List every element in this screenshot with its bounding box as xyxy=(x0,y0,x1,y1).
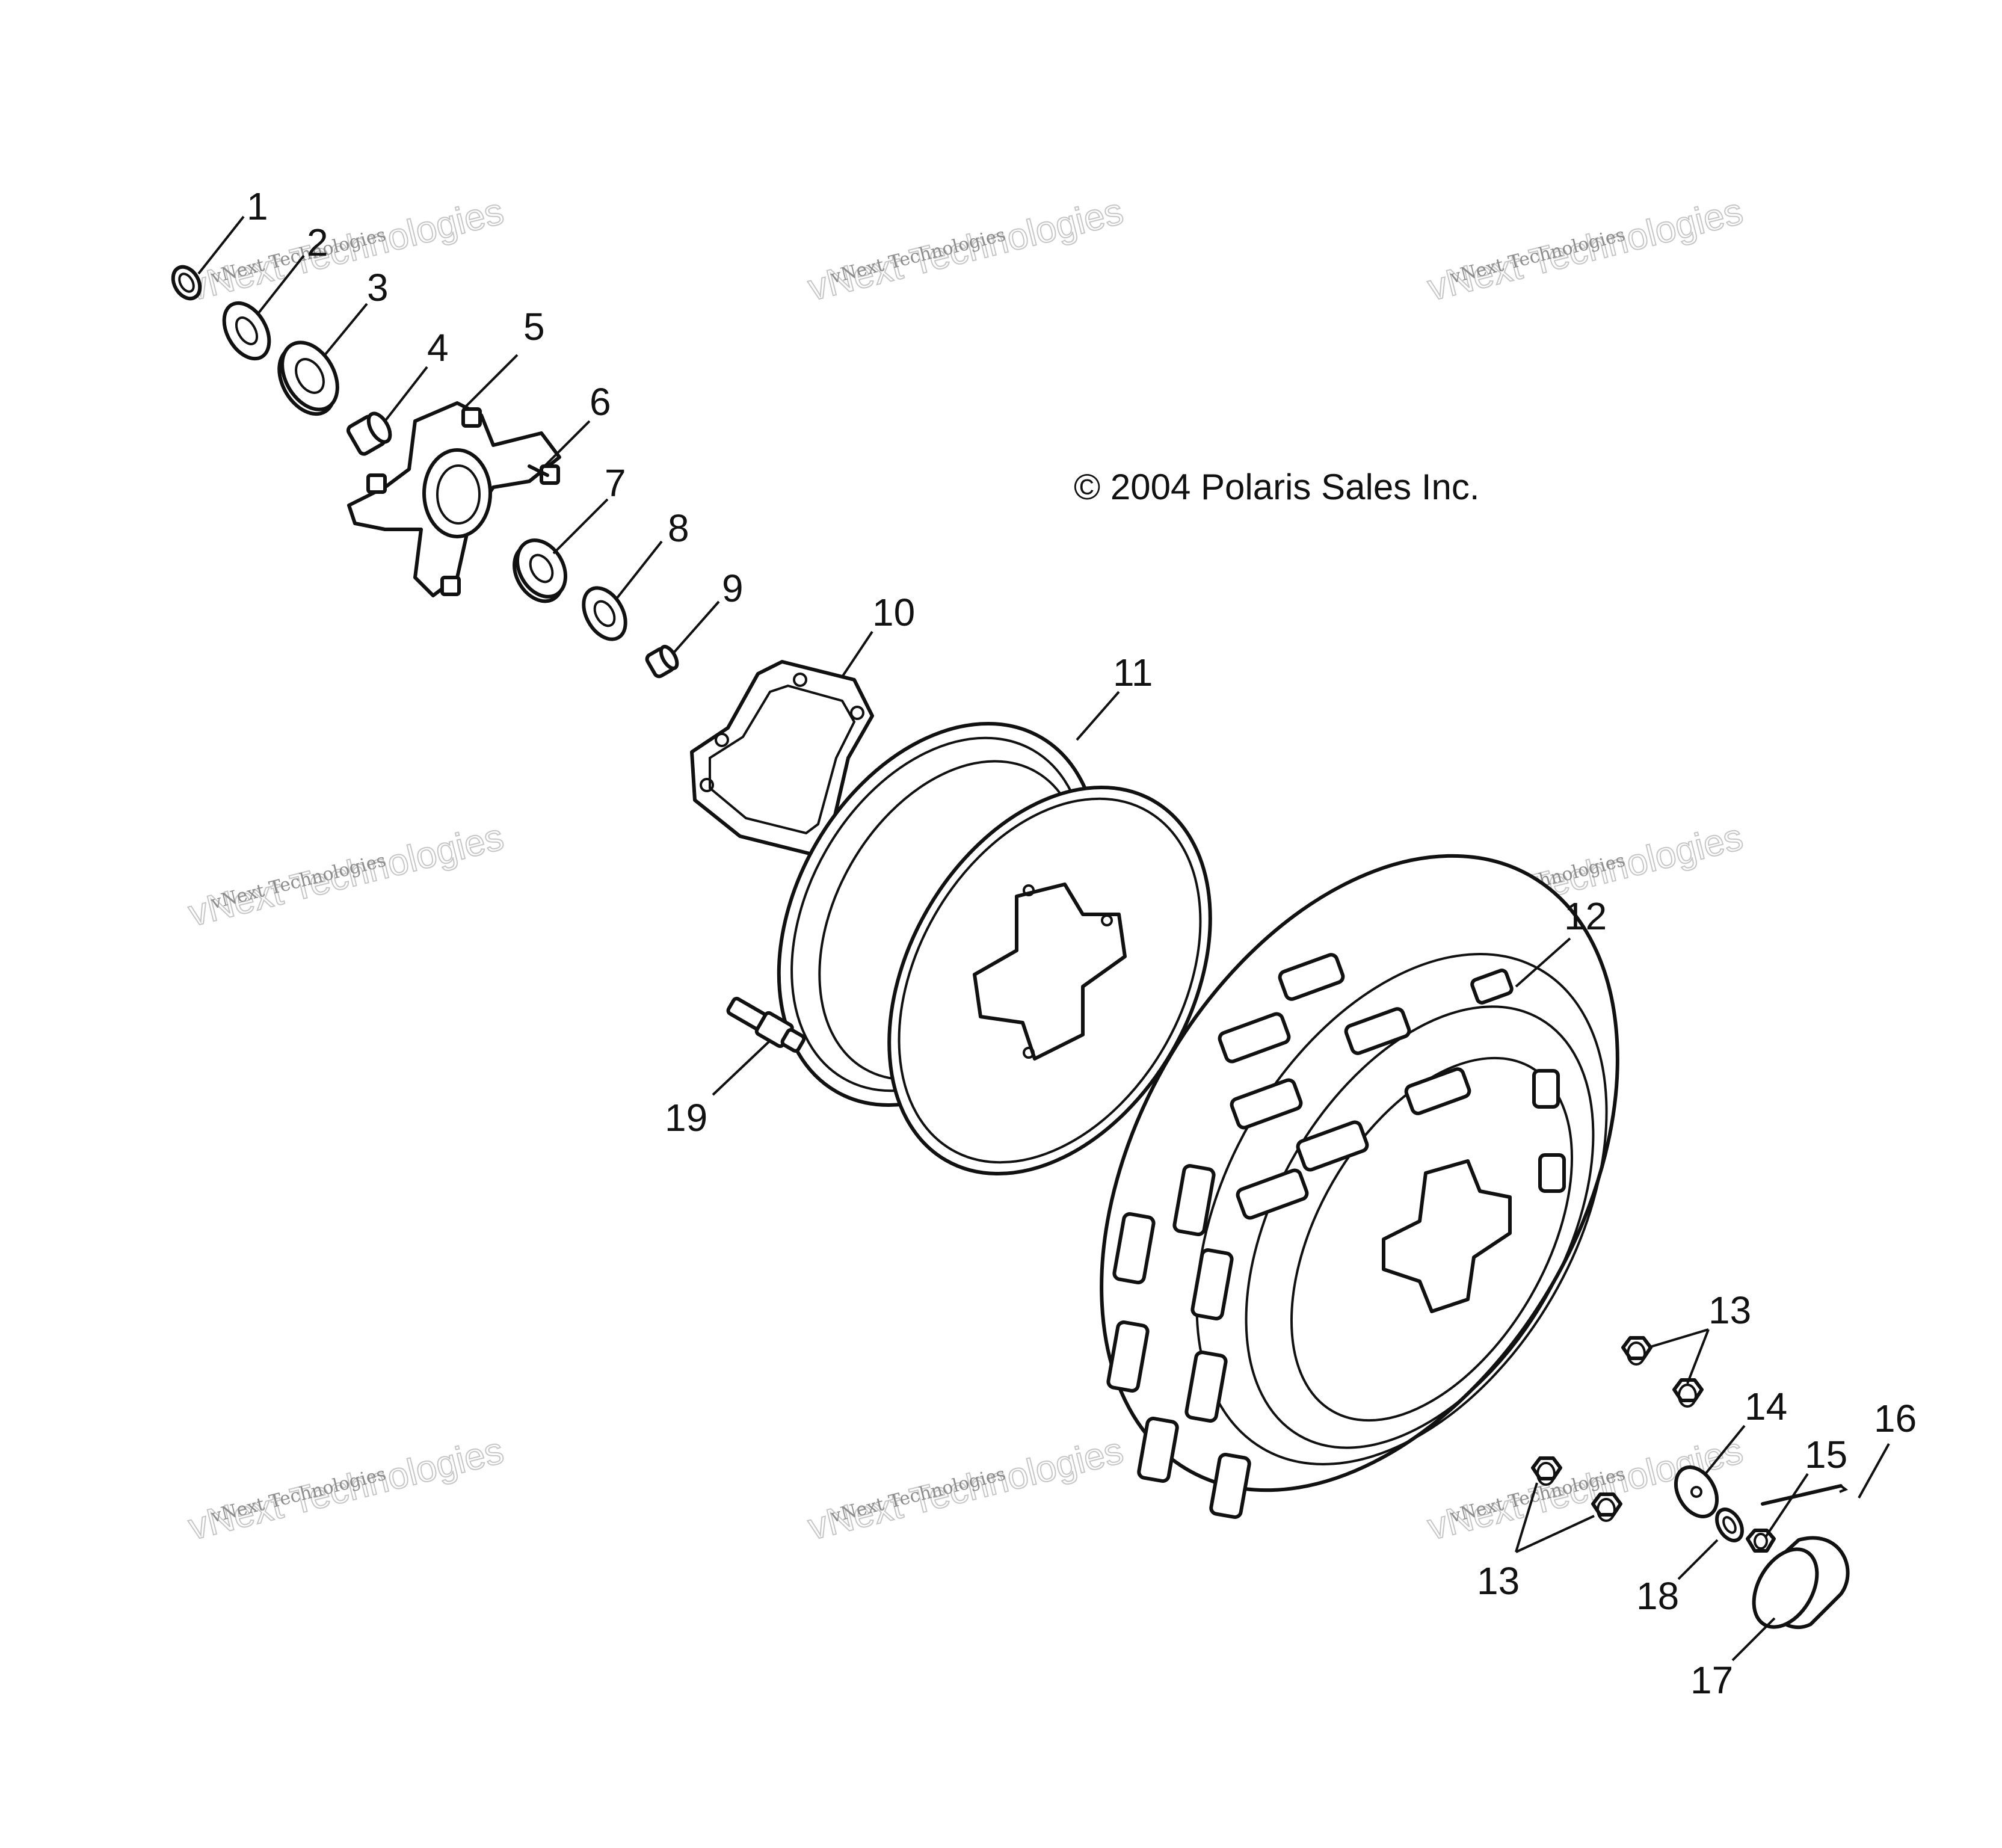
part-3-bearing xyxy=(277,340,339,416)
part-8-washer xyxy=(582,586,627,641)
part-16-cotter-pin xyxy=(1761,1484,1849,1506)
watermark: vNext Technologies vNext Technologies xyxy=(184,816,508,935)
part-17-hub-cap xyxy=(1752,1536,1850,1629)
callout-8: 8 xyxy=(668,507,689,550)
part-2-washer xyxy=(222,301,271,361)
part-7-bearing xyxy=(513,538,567,603)
callout-13: 13 xyxy=(1708,1289,1751,1332)
part-9-seal xyxy=(645,644,679,679)
part-11-rim xyxy=(777,721,1212,1176)
part-4-spacer xyxy=(346,411,392,456)
part-5-hub xyxy=(347,401,561,597)
part-10-gasket xyxy=(690,660,874,856)
part-19-valve-stem xyxy=(726,997,806,1053)
callout-2: 2 xyxy=(307,221,328,264)
copyright-text: © 2004 Polaris Sales Inc. xyxy=(1074,467,1480,507)
callout-13: 13 xyxy=(1477,1559,1520,1603)
part-13-lug-nut xyxy=(1621,1336,1652,1366)
callout-5: 5 xyxy=(523,305,545,348)
part-18-washer xyxy=(1715,1508,1744,1542)
callout-17: 17 xyxy=(1690,1659,1733,1702)
tire-tread xyxy=(1106,953,1566,1519)
callout-11: 11 xyxy=(1113,651,1153,694)
callout-6: 6 xyxy=(590,380,611,424)
callout-3: 3 xyxy=(367,266,389,309)
callout-18: 18 xyxy=(1636,1574,1679,1618)
callout-7: 7 xyxy=(605,461,626,505)
watermark: vNext Technologies vNext Technologies xyxy=(184,190,508,310)
part-6-stud xyxy=(528,464,549,477)
callout-10: 10 xyxy=(872,591,915,634)
watermark: vNext Technologies vNext Technologies xyxy=(804,1429,1128,1549)
part-14-washer xyxy=(1674,1465,1719,1518)
callout-9: 9 xyxy=(722,567,744,610)
callout-16: 16 xyxy=(1874,1397,1917,1440)
callout-14: 14 xyxy=(1745,1385,1787,1428)
part-15-nut xyxy=(1746,1529,1776,1553)
leader-lines xyxy=(197,215,1890,1662)
watermark: vNext Technologies vNext Technologies xyxy=(804,190,1128,310)
part-13-lug-nut xyxy=(1591,1492,1622,1522)
part-1-seal xyxy=(171,265,202,301)
watermark: vNext Technologies vNext Technologies xyxy=(184,1429,508,1549)
callout-12: 12 xyxy=(1564,895,1607,938)
callout-15: 15 xyxy=(1805,1433,1847,1476)
callout-19: 19 xyxy=(665,1096,707,1139)
part-13-lug-nut xyxy=(1672,1378,1704,1408)
part-13-lug-nut xyxy=(1531,1456,1562,1486)
callout-1: 1 xyxy=(247,185,268,228)
callouts: 1 2 3 4 5 6 7 8 9 10 11 12 13 13 14 15 1… xyxy=(247,185,1917,1702)
callout-4: 4 xyxy=(427,326,449,369)
part-12-tire xyxy=(1100,854,1619,1519)
watermark: vNext Technologies vNext Technologies xyxy=(1423,190,1748,310)
